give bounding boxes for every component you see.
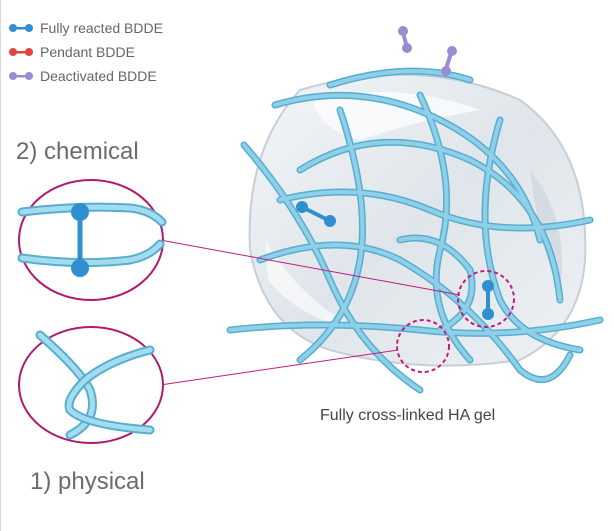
- pendant-bdde-icon: [9, 48, 33, 56]
- physical-zoom: [18, 326, 164, 444]
- chemical-callout-circle: [457, 270, 515, 328]
- physical-connector-line: [159, 349, 399, 386]
- ha-strands: [226, 67, 604, 394]
- chemical-connector-line: [159, 239, 461, 296]
- chemical-zoom: [17, 179, 167, 301]
- deactivated-bdde-icon: [398, 26, 412, 53]
- physical-callout-circle: [396, 319, 450, 373]
- gel-crosslinker: [482, 280, 494, 320]
- physical-heading: 1) physical: [30, 468, 145, 495]
- legend-label: Fully reacted BDDE: [40, 20, 163, 36]
- legend-label: Deactivated BDDE: [40, 68, 157, 84]
- legend-item-deactivated: Deactivated BDDE: [8, 64, 163, 88]
- legend-label: Pendant BDDE: [40, 44, 135, 60]
- deactivated-bdde-icon: [441, 46, 457, 76]
- legend-item-pendant: Pendant BDDE: [8, 40, 163, 64]
- legend: Fully reacted BDDE Pendant BDDE Deactiva…: [8, 16, 163, 88]
- gel-crosslinker: [296, 201, 336, 227]
- deactivated-bdde-icon: [9, 72, 33, 80]
- left-divider: [0, 0, 1, 531]
- chemical-heading: 2) chemical: [16, 138, 139, 165]
- gel-caption: Fully cross-linked HA gel: [320, 407, 496, 424]
- legend-item-fully-reacted: Fully reacted BDDE: [8, 16, 163, 40]
- fully-reacted-bdde-icon: [9, 24, 33, 32]
